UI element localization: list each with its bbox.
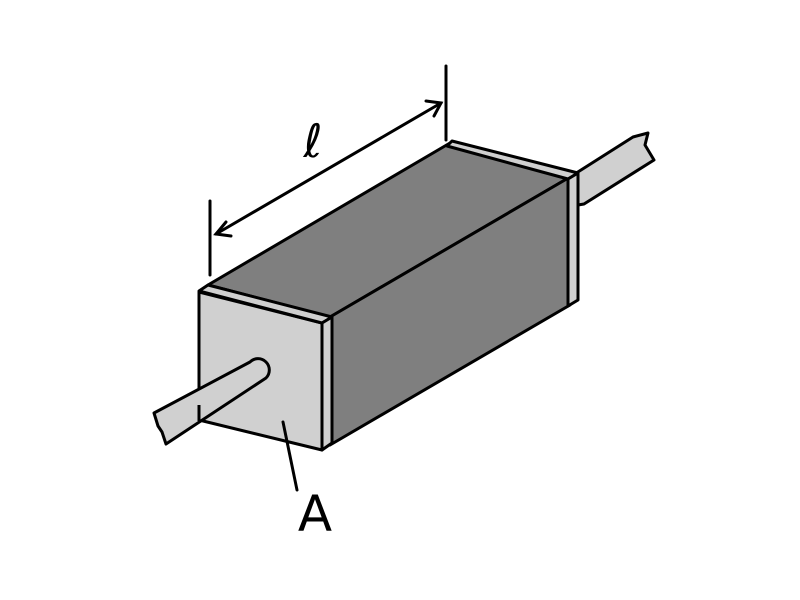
area-label: A xyxy=(298,485,332,543)
right-wire xyxy=(568,131,656,207)
back-end-cap-side xyxy=(566,171,580,308)
dimension-arrow-line xyxy=(214,101,443,236)
area-leader-line xyxy=(281,420,299,492)
length-label: ℓ xyxy=(302,114,322,168)
arrowhead-right-icon xyxy=(424,99,444,118)
front-end-cap-side xyxy=(320,315,334,452)
left-wire xyxy=(152,357,271,446)
arrowhead-left-icon xyxy=(213,220,233,238)
